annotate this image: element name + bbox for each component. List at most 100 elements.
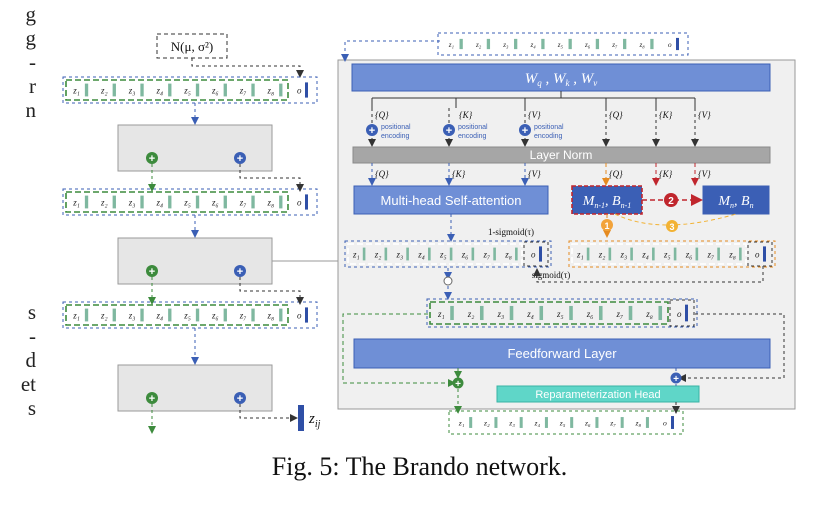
token-bar (251, 83, 255, 97)
positional-encoding-plus (366, 124, 378, 136)
o-bar (305, 194, 308, 210)
z-output-label: zij (308, 411, 321, 430)
side-text-line: g (25, 2, 37, 26)
o-bar (685, 304, 688, 322)
left-plus-node (146, 392, 158, 404)
token-bar (84, 195, 89, 209)
positional-encoding-plus (443, 124, 455, 136)
z-output-bar (298, 405, 304, 431)
token-label: z₂ (598, 250, 606, 260)
token-bar (195, 308, 200, 322)
qkv-branch-label: {Q} (609, 110, 623, 120)
qkv-branch-label: {K} (459, 110, 473, 120)
token-bar (195, 83, 200, 97)
token-label: z₇ (611, 41, 618, 49)
residual-plus-blue (670, 372, 682, 384)
token-bar (84, 83, 89, 97)
token-bar (168, 83, 172, 97)
token-label: z₅ (556, 309, 564, 319)
token-bar (595, 38, 600, 50)
left-plus-node (234, 152, 246, 164)
mhsa-input-label: {Q} (375, 169, 389, 179)
svg-text:+: + (455, 379, 461, 390)
token-label: z₂ (100, 311, 108, 321)
token-label: z₈ (504, 250, 512, 260)
token-label: z₆ (685, 250, 693, 260)
token-bar (406, 247, 409, 261)
token-bar (251, 195, 255, 209)
token-label: z₂ (100, 198, 108, 208)
side-text-line: n (25, 98, 37, 122)
step-3-badge (666, 220, 678, 232)
reparameterization-head (496, 385, 700, 403)
token-label: z₈ (266, 311, 274, 321)
svg-text:+: + (237, 393, 243, 405)
token-bar (645, 417, 649, 428)
left-plus-node (234, 265, 246, 277)
token-label: z₇ (239, 198, 247, 208)
left-plus-node (146, 265, 158, 277)
o-bar (305, 82, 308, 98)
token-label: z₁ (352, 250, 360, 260)
token-bar (251, 308, 255, 322)
token-label: z₂ (475, 41, 482, 49)
o-bar (671, 416, 674, 429)
svg-text:+: + (149, 266, 155, 278)
token-bar (479, 305, 484, 321)
side-text-line: et (20, 372, 36, 396)
memory-input-label: {K} (659, 169, 673, 179)
o-bar (539, 246, 542, 262)
token-bar (623, 38, 627, 50)
token-bar (195, 195, 200, 209)
token-bar (630, 247, 633, 261)
positional-encoding-label: encoding (381, 133, 410, 140)
o-bar (305, 307, 308, 323)
token-bar (112, 83, 116, 97)
merge-node (443, 276, 453, 286)
o-label: o (755, 250, 760, 260)
token-bar (471, 247, 475, 261)
token-label: z₅ (183, 198, 191, 208)
svg-text:+: + (149, 153, 155, 165)
token-label: z₂ (374, 250, 382, 260)
o-label: o (297, 86, 302, 96)
qkv-projection (351, 63, 771, 92)
encoder-block-3 (117, 364, 273, 412)
token-bar (112, 195, 116, 209)
multi-head-self-attention (353, 185, 549, 215)
o-label: o (297, 198, 302, 208)
token-bar (459, 38, 463, 50)
token-label: z₅ (559, 419, 566, 428)
token-label: z₁ (72, 198, 80, 208)
o-label: o (663, 419, 667, 428)
positional-encoding-plus (519, 124, 531, 136)
qkv-label: Wq , Wk , Wv (525, 71, 598, 88)
token-bar (568, 38, 572, 50)
token-bar (362, 247, 366, 261)
token-label: z₇ (609, 419, 616, 428)
token-label: z₂ (467, 309, 475, 319)
token-label: z₁ (72, 311, 80, 321)
token-bar (223, 195, 227, 209)
token-bar (541, 38, 545, 50)
residual-plus-green (452, 377, 464, 389)
token-bar (628, 305, 633, 321)
token-label: z₅ (663, 250, 671, 260)
memory-current (702, 185, 770, 215)
token-bar (509, 305, 514, 321)
token-bar (717, 247, 720, 261)
token-label: z₄ (155, 198, 163, 208)
token-label: z₇ (615, 309, 623, 319)
token-bar (450, 305, 454, 321)
sigmoid-label: sigmoid(τ) (532, 270, 571, 280)
token-label: z₇ (239, 86, 247, 96)
token-bar (650, 38, 654, 50)
encoder-block-1 (117, 124, 273, 172)
token-bar (493, 247, 496, 261)
